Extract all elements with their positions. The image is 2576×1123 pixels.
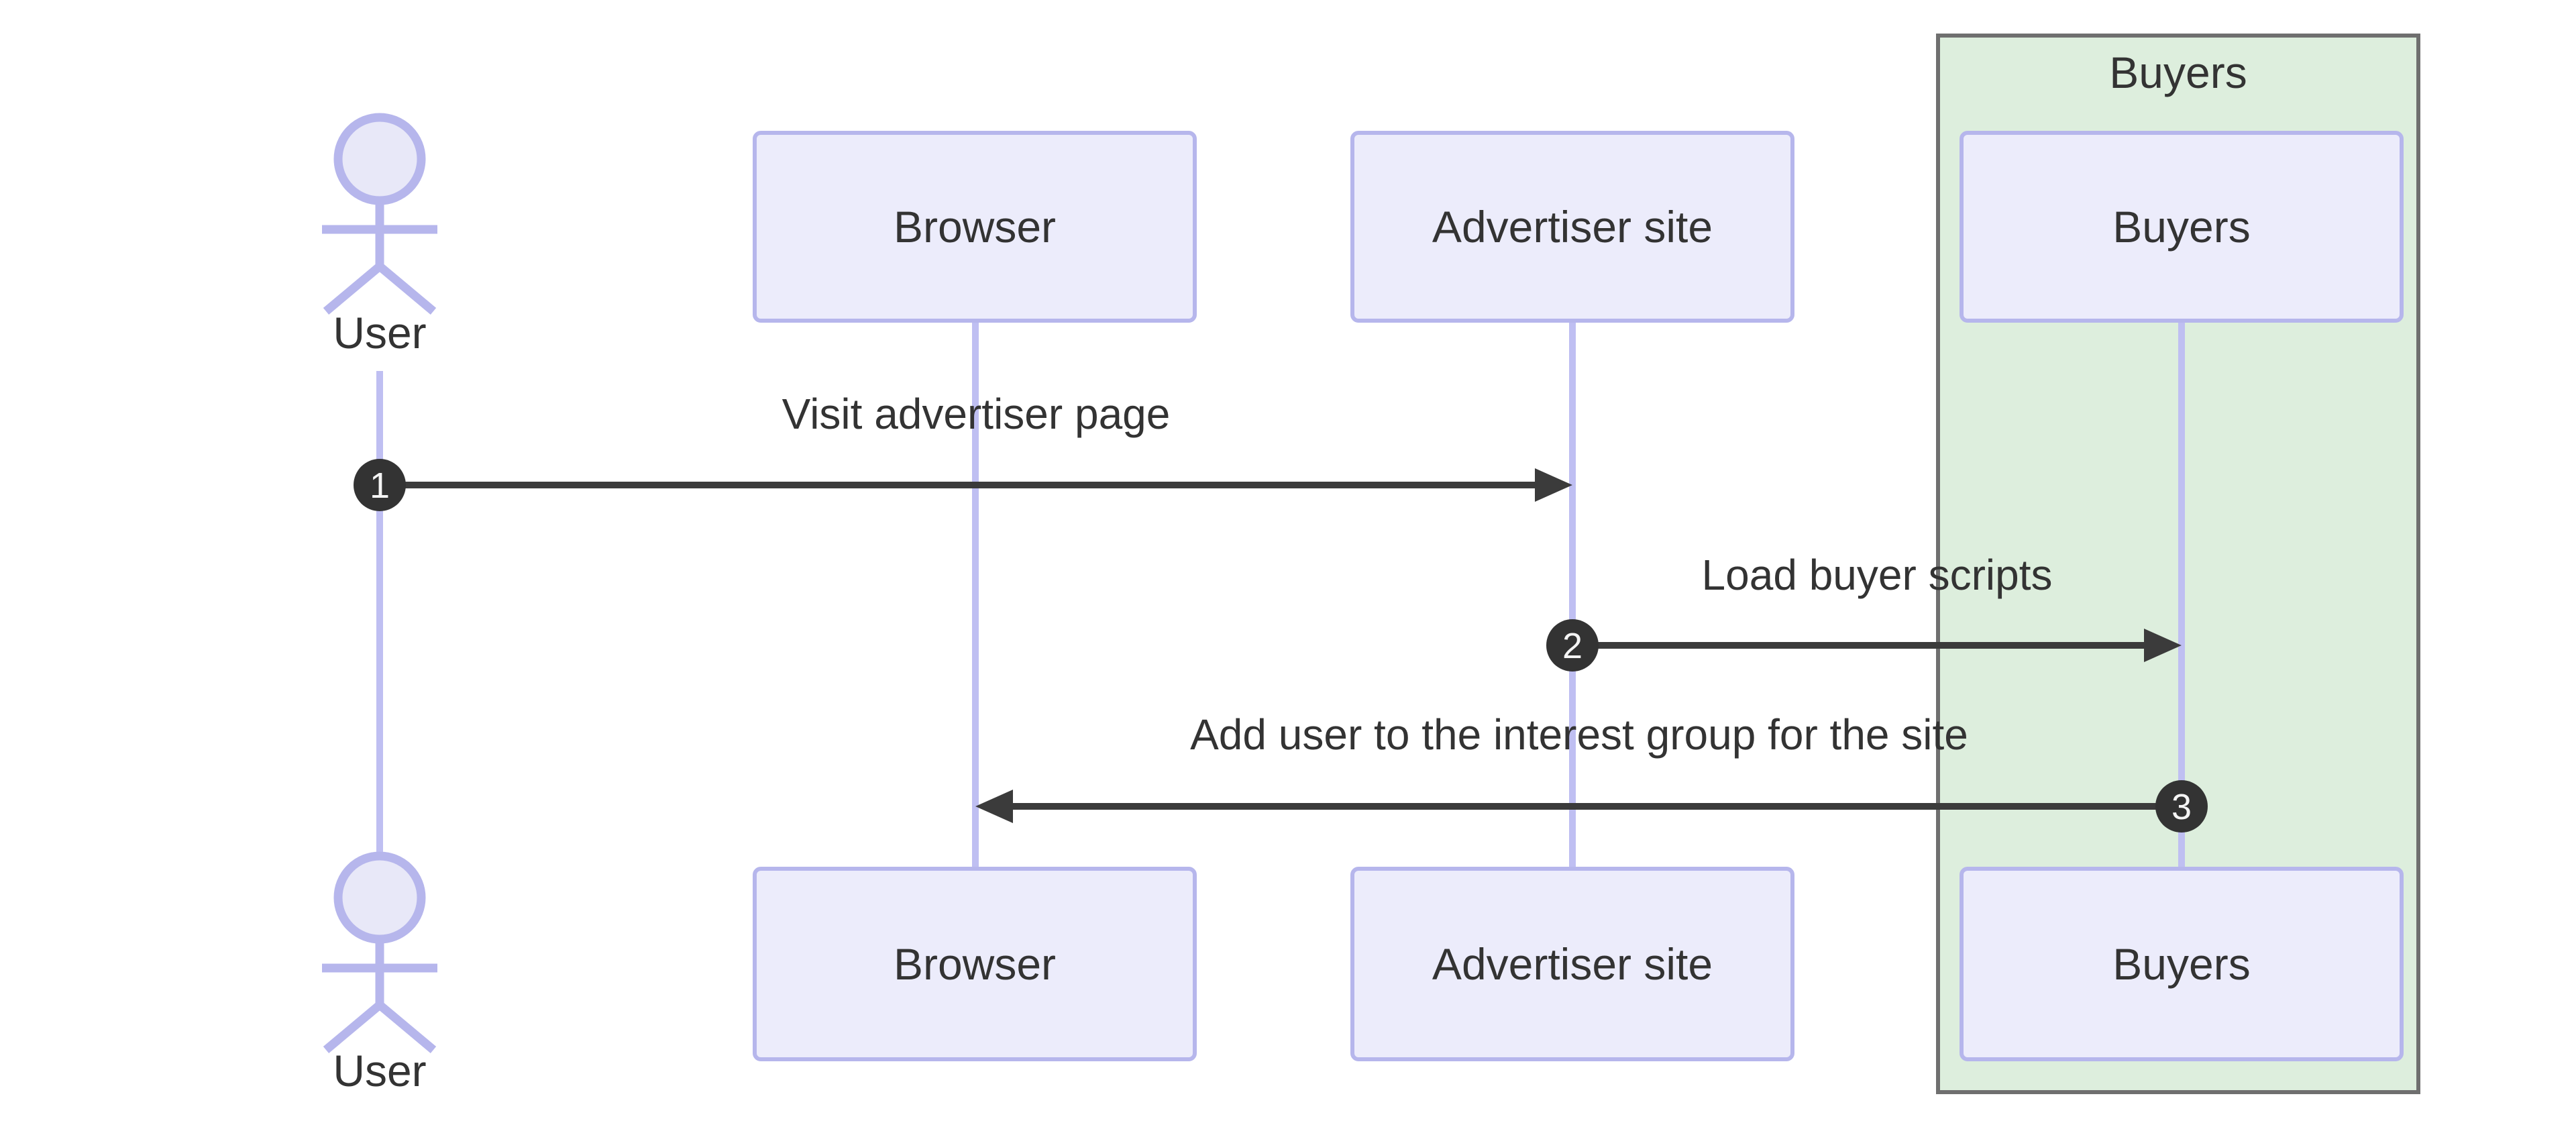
sequence-number-badge xyxy=(1546,619,1599,672)
arrowhead-right-icon xyxy=(1535,468,1572,502)
sequence-number-3: 3 xyxy=(2171,787,2192,827)
sequence-number-badge xyxy=(354,459,406,511)
participant-browser-bottom: Browser xyxy=(753,867,1197,1061)
participant-browser-label: Browser xyxy=(893,939,1057,989)
message-2-label: Load buyer scripts xyxy=(1701,551,2053,599)
sequence-number-2: 2 xyxy=(1562,626,1582,666)
arrowhead-left-icon xyxy=(975,790,1013,823)
sequence-number-1: 1 xyxy=(370,466,390,506)
sequence-number-badge xyxy=(2155,780,2208,833)
message-1-label: Visit advertiser page xyxy=(782,390,1171,438)
message-1-arrow: 1 xyxy=(354,459,1572,511)
participant-advertiser-bottom: Advertiser site xyxy=(1350,867,1794,1061)
participant-advertiser-top: Advertiser site xyxy=(1350,131,1794,323)
user-actor-label-top: User xyxy=(333,308,427,358)
participant-browser-label: Browser xyxy=(893,202,1057,252)
user-actor-icon-bottom xyxy=(322,851,437,1053)
message-2-arrow: 2 xyxy=(1546,619,2182,672)
participant-buyers-bottom: Buyers xyxy=(1960,867,2404,1061)
user-actor-icon xyxy=(322,113,437,315)
user-actor-label-bottom: User xyxy=(333,1046,427,1095)
arrowhead-right-icon xyxy=(2144,629,2182,662)
participant-buyers-top: Buyers xyxy=(1960,131,2404,323)
participant-advertiser-label: Advertiser site xyxy=(1432,939,1713,989)
buyers-group-title: Buyers xyxy=(2109,48,2247,97)
message-3-label: Add user to the interest group for the s… xyxy=(1190,710,1968,759)
participant-advertiser-label: Advertiser site xyxy=(1432,202,1713,252)
participant-buyers-label: Buyers xyxy=(2112,202,2251,252)
participant-browser-top: Browser xyxy=(753,131,1197,323)
message-3-arrow: 3 xyxy=(975,780,2208,833)
participant-buyers-label: Buyers xyxy=(2112,939,2251,989)
